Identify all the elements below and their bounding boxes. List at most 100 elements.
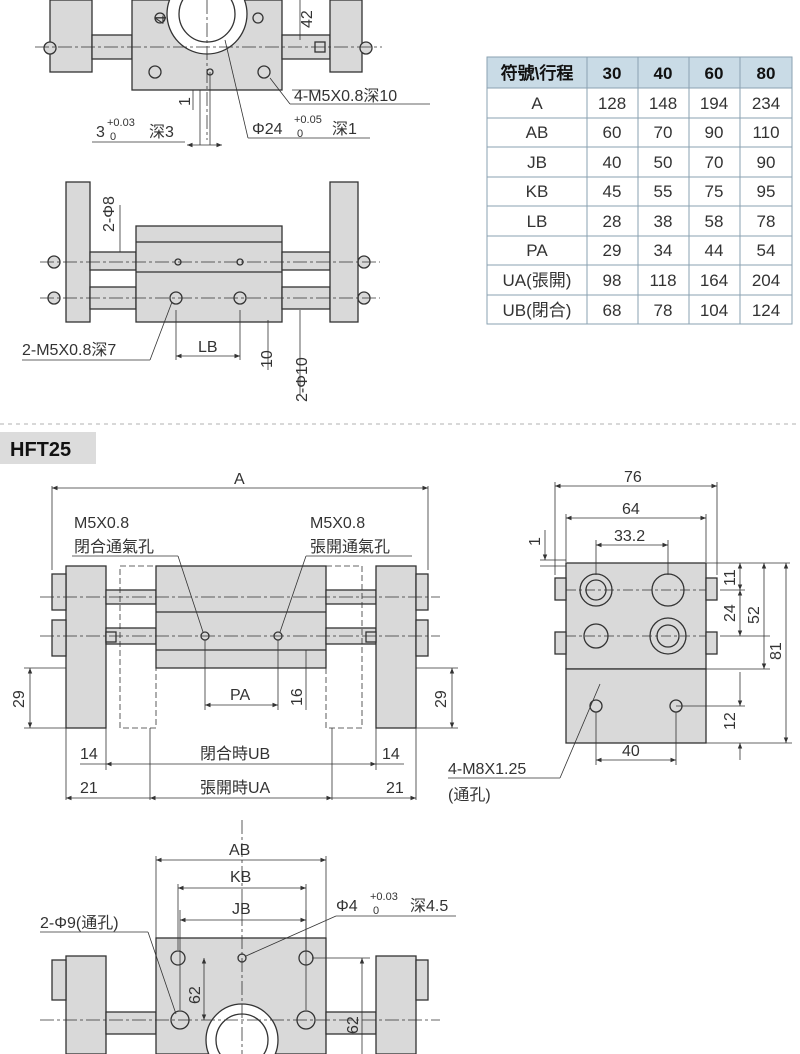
table-cell: 55 (654, 182, 673, 201)
dim-JB-label: JB (232, 901, 251, 918)
hft25-top-view (40, 820, 456, 1054)
dim-62-left-label: 62 (187, 986, 204, 1004)
table-cell: 28 (603, 212, 622, 231)
table-cell: 164 (700, 271, 728, 290)
dim-4-label: 4 (153, 15, 170, 24)
table-cell: 68 (603, 301, 622, 320)
table-row-label: UB(閉合) (503, 301, 572, 320)
upper-front-view (22, 181, 380, 395)
dim-KB-label: KB (230, 869, 251, 886)
table-row-label: LB (527, 212, 548, 231)
table-row-label: JB (527, 153, 547, 172)
pin-tol-lower: 0 (373, 905, 379, 917)
dim-16-label: 16 (289, 688, 306, 706)
table-cell: 110 (752, 123, 779, 142)
dim-10-label: 10 (259, 350, 276, 368)
dim-33-2-label: 33.2 (614, 528, 645, 545)
table-cell: 124 (752, 301, 780, 320)
port-right-desc: 張開通氣孔 (310, 538, 390, 556)
table-header-3: 60 (705, 64, 724, 83)
dim-1-label: 1 (527, 537, 544, 546)
table-cell: 75 (705, 182, 724, 201)
dim-AB-label: AB (229, 842, 250, 859)
dim-40-label: 40 (622, 743, 640, 760)
dim-24-label: 24 (722, 604, 739, 622)
table-row-label: PA (526, 241, 548, 260)
table-cell: 194 (700, 94, 728, 113)
dim-62-right-label: 62 (345, 1016, 362, 1034)
counterbore-depth: 深1 (332, 120, 357, 138)
pin-depth: 深4.5 (410, 897, 448, 915)
dim-11-label: 11 (722, 569, 739, 586)
hole-dia-10-label: 2-Φ10 (294, 357, 311, 402)
table-cell: 44 (705, 241, 724, 260)
table-cell: 70 (654, 123, 673, 142)
table-header-4: 80 (757, 64, 776, 83)
hft25-front-view-labels: A M5X0.8 閉合通氣孔 M5X0.8 張開通氣孔 29 29 PA 16 … (11, 471, 450, 797)
table-cell: 90 (705, 123, 724, 142)
dim-52-label: 52 (746, 606, 763, 624)
dim-21-right-label: 21 (386, 780, 404, 797)
table-header-2: 40 (654, 64, 673, 83)
section-title: HFT25 (10, 439, 71, 461)
dim-29-right-label: 29 (433, 690, 450, 708)
port-right-thread: M5X0.8 (310, 515, 365, 532)
tapped-holes-7-label: 2-M5X0.8深7 (22, 341, 116, 359)
counterbore-main: Φ24 (252, 121, 283, 138)
pin-tol-lower: 0 (110, 131, 116, 143)
hole-dia-8-label: 2-Φ8 (101, 196, 118, 232)
table-cell: 95 (757, 182, 776, 201)
table-cell: 128 (598, 94, 626, 113)
table-row-label: A (531, 94, 543, 113)
pin-tol-upper: +0.03 (107, 117, 135, 129)
section-title-bg (0, 432, 96, 464)
hft25-top-view-labels: AB KB JB 2-Φ9(通孔) Φ4 +0.03 0 深4.5 62 62 (40, 842, 448, 1034)
dim-14-left-label: 14 (80, 746, 98, 763)
table-cell: 204 (752, 271, 780, 290)
dim-64-label: 64 (622, 501, 640, 518)
hft25-side-view-labels: 76 64 33.2 1 11 24 52 81 12 40 4-M8X1.25… (448, 469, 785, 804)
table-cell: 118 (649, 271, 676, 290)
pin-depth: 深3 (149, 123, 174, 141)
table-row-label: KB (526, 182, 549, 201)
dim-1-label: 1 (177, 97, 194, 106)
table-cell: 90 (757, 153, 776, 172)
pin-tol-upper: +0.03 (370, 891, 398, 903)
table-cell: 45 (603, 182, 622, 201)
hft25-front-view (24, 485, 458, 801)
table-cell: 60 (603, 123, 622, 142)
dim-29-left-label: 29 (11, 690, 28, 708)
dim-A-label: A (234, 471, 245, 488)
table-cell: 70 (705, 153, 724, 172)
through-holes-label: 2-Φ9(通孔) (40, 914, 119, 932)
port-left-desc: 閉合通氣孔 (74, 538, 154, 556)
thread-holes-label: 4-M8X1.25 (448, 761, 526, 778)
thread-holes-note: (通孔) (448, 786, 491, 804)
table-row-label: AB (526, 123, 549, 142)
table-cell: 54 (757, 241, 776, 260)
dim-UB-label: 閉合時UB (200, 745, 270, 763)
counterbore-label: Φ24 (252, 121, 283, 138)
dim-42-label: 42 (299, 10, 316, 28)
dim-76-label: 76 (624, 469, 642, 486)
table-header-0: 符號\行程 (501, 63, 574, 83)
table-cell: 40 (603, 153, 622, 172)
spec-table-header-bg (487, 57, 792, 88)
counterbore-tol-upper: +0.05 (294, 114, 322, 126)
dim-14-right-label: 14 (382, 746, 400, 763)
table-cell: 98 (603, 271, 622, 290)
hft25-side-view (448, 482, 792, 779)
counterbore-tol-lower: 0 (297, 128, 303, 140)
upper-top-view (35, 0, 430, 148)
table-row-label: UA(張開) (503, 271, 572, 290)
dim-21-left-label: 21 (80, 780, 98, 797)
dim-PA-label: PA (230, 687, 250, 704)
table-cell: 38 (654, 212, 673, 231)
pin-main: 3 (96, 124, 105, 141)
table-cell: 78 (654, 301, 673, 320)
table-cell: 104 (700, 301, 728, 320)
dim-12-label: 12 (722, 712, 739, 730)
upper-front-view-labels: 2-Φ8 2-M5X0.8深7 LB 10 2-Φ10 (22, 196, 311, 402)
table-cell: 78 (757, 212, 776, 231)
